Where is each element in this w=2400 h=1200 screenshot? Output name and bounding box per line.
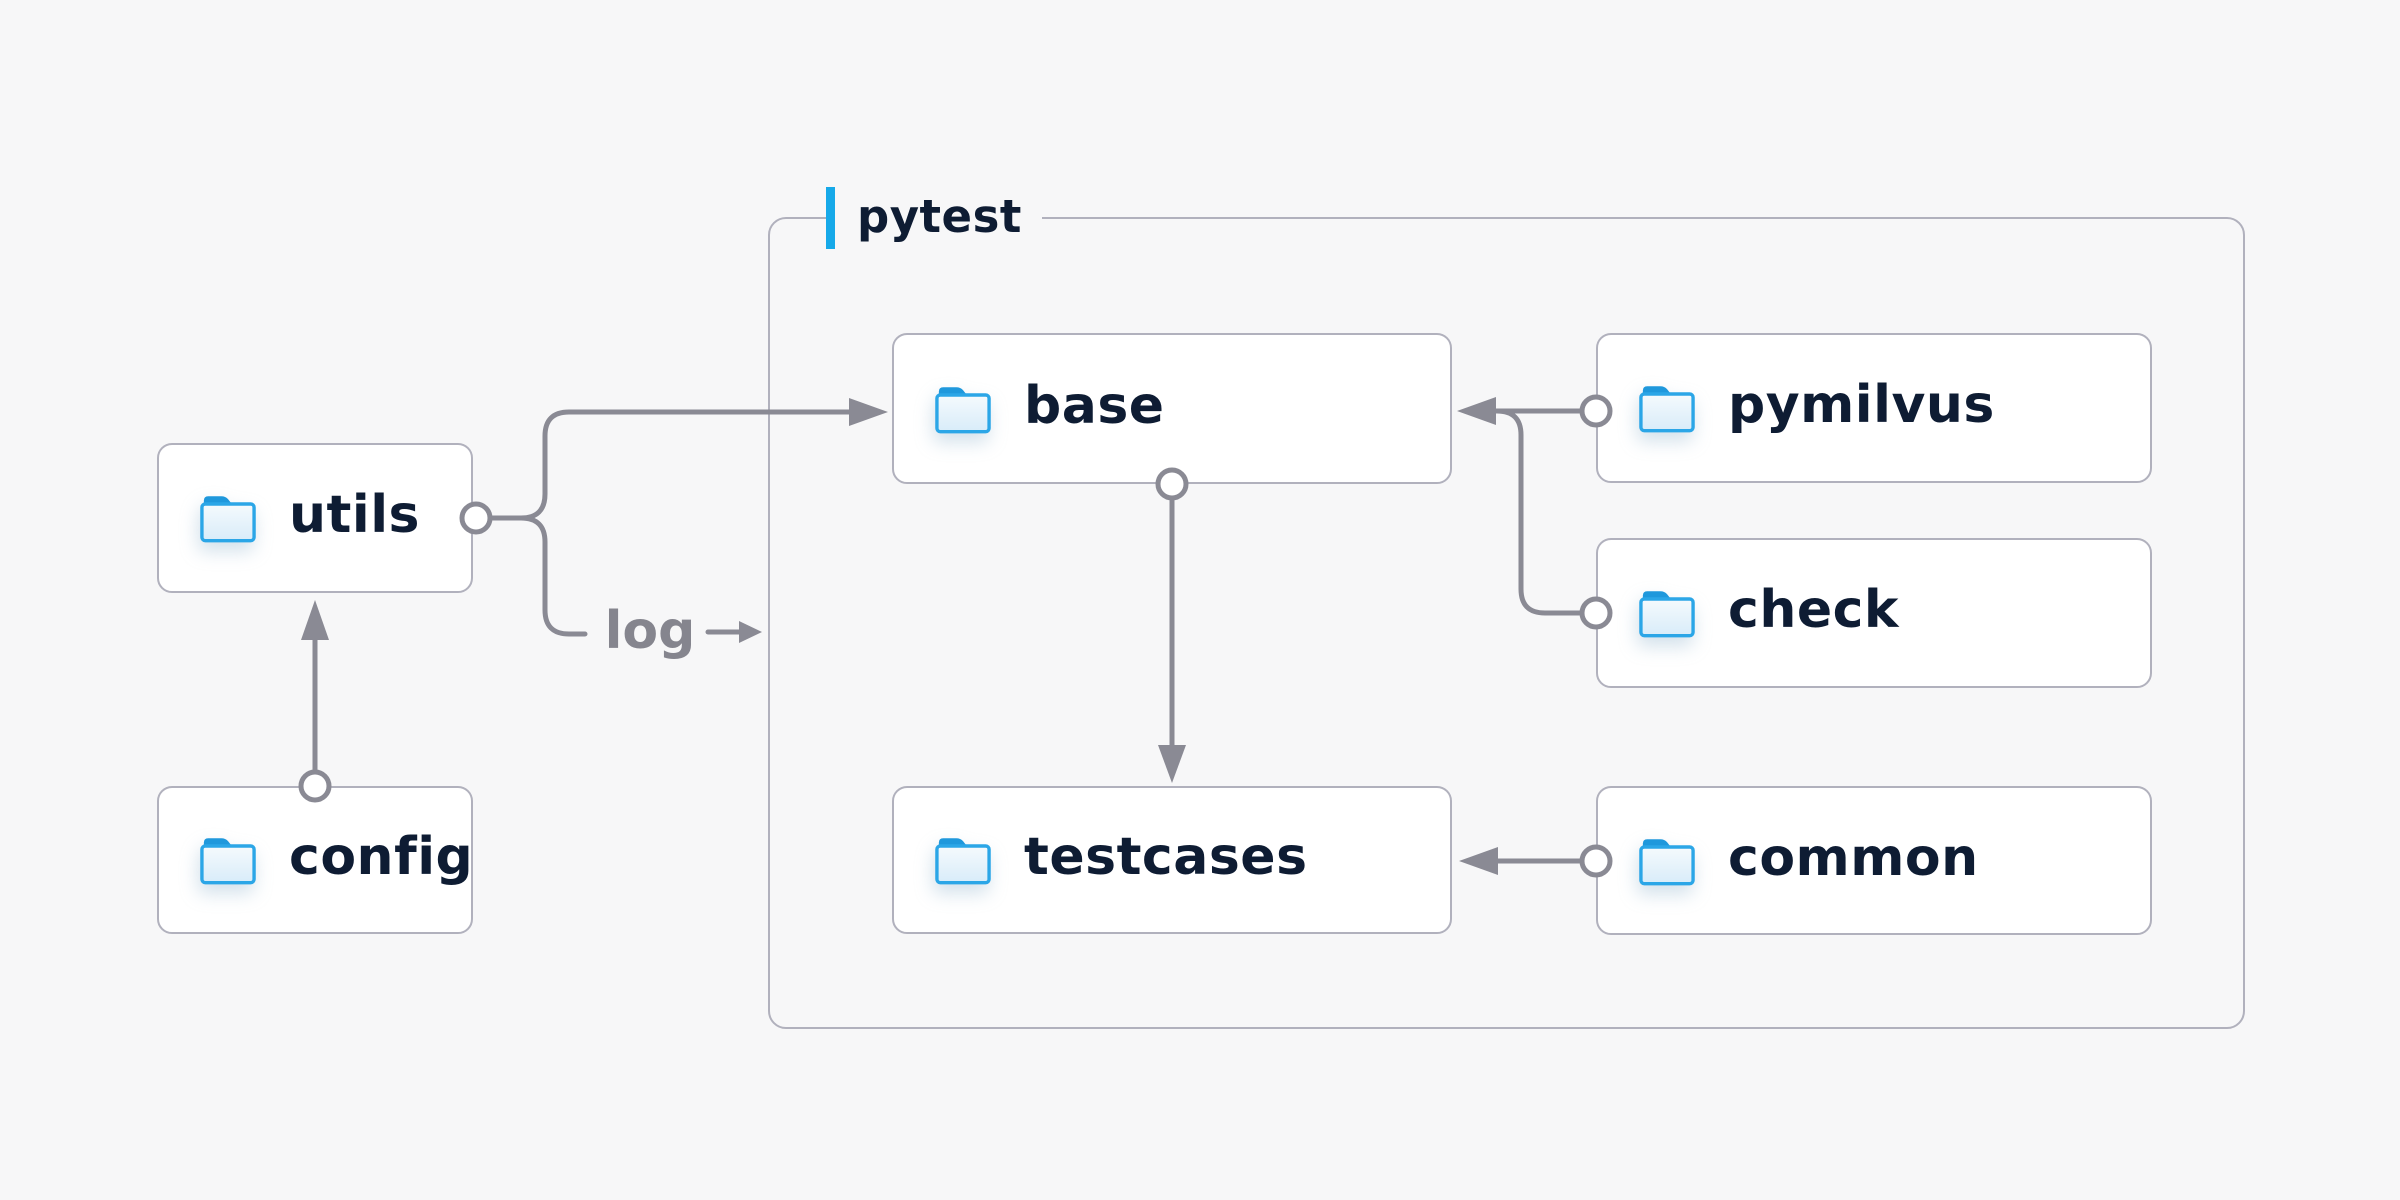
arrowhead-right-small (739, 621, 762, 643)
node-base: base (892, 333, 1452, 484)
edge-config-utils (298, 600, 332, 803)
node-check: check (1596, 538, 2152, 688)
folder-icon (1639, 591, 1695, 638)
node-pymilvus: pymilvus (1596, 333, 2152, 483)
node-label: pymilvus (1728, 375, 1995, 435)
folder-icon (935, 386, 991, 433)
node-label: testcases (1024, 827, 1308, 887)
edge-label-log: log (604, 600, 696, 661)
node-label: base (1024, 375, 1165, 436)
group-label-text: pytest (857, 189, 1022, 243)
node-label: config (289, 827, 474, 887)
folder-icon (200, 838, 256, 885)
pytest-group-container: pytest (768, 186, 2245, 1029)
folder-icon (1639, 838, 1695, 885)
folder-icon (200, 496, 256, 543)
folder-icon (935, 838, 991, 885)
node-label: utils (289, 485, 420, 545)
accent-bar (826, 187, 835, 249)
folder-icon (1639, 386, 1695, 433)
node-common: common (1596, 786, 2152, 935)
node-testcases: testcases (892, 786, 1452, 934)
node-label: common (1728, 827, 1979, 888)
node-label: check (1728, 580, 1900, 640)
arrowhead-up (301, 600, 329, 640)
pytest-group-label: pytest (826, 186, 1042, 250)
node-utils: utils (157, 443, 473, 593)
node-config: config (157, 786, 473, 934)
